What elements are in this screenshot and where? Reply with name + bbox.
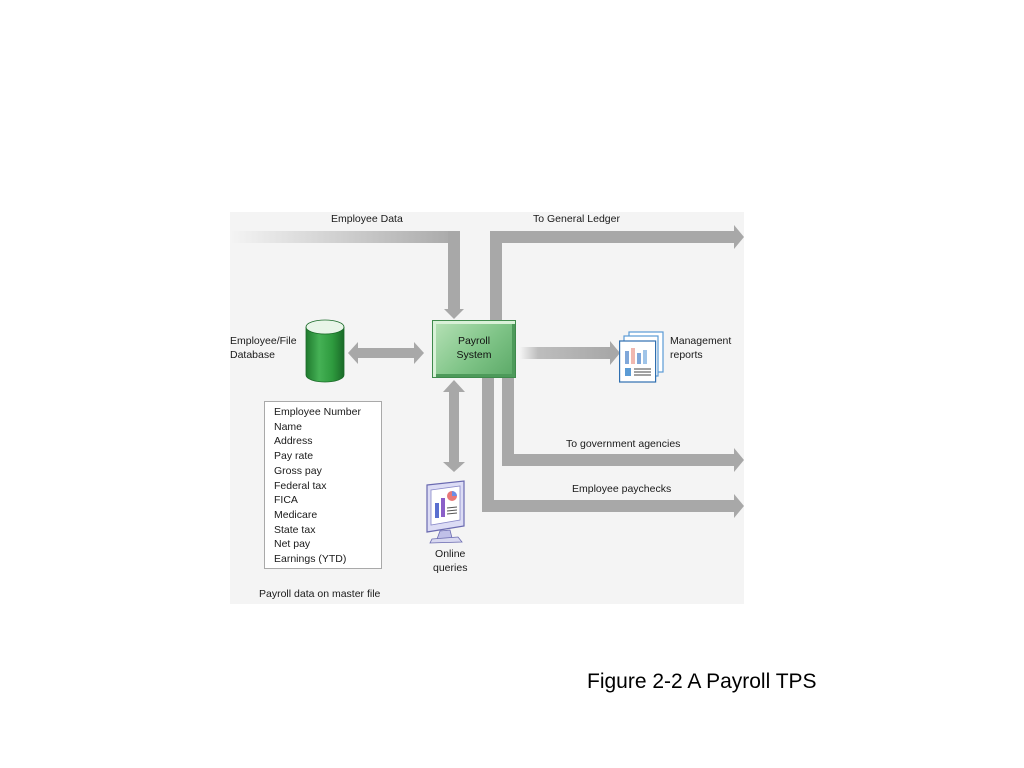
employee-data-arrow (230, 231, 464, 319)
management-reports-arrow (520, 341, 620, 365)
master-file-fields-box: Employee Number Name Address Pay rate Gr… (264, 401, 382, 569)
field-item: Employee Number (274, 406, 361, 418)
employee-paychecks-label: Employee paychecks (572, 483, 672, 495)
master-file-caption: Payroll data on master file (259, 588, 381, 600)
reports-icon (619, 331, 664, 383)
payroll-tps-diagram: Employee Data To General Ledger To gover… (230, 212, 744, 604)
online-queries-label: Online queries (433, 548, 468, 574)
field-item: Earnings (YTD) (274, 553, 347, 566)
field-item: Medicare (274, 508, 318, 521)
government-agencies-arrow (502, 378, 744, 472)
field-item: Federal tax (274, 479, 327, 492)
field-item: Name (274, 420, 303, 433)
management-reports-label: Management reports (670, 335, 732, 361)
database-icon (305, 319, 345, 383)
payroll-system-box: Payroll System (432, 320, 516, 378)
employee-data-label: Employee Data (331, 213, 403, 225)
database-exchange-arrow (348, 342, 424, 364)
flow-arrows (230, 225, 744, 518)
general-ledger-label: To General Ledger (533, 213, 620, 225)
field-item: FICA (274, 494, 298, 507)
field-item: Net pay (274, 538, 311, 551)
database-label: Employee/File Database (230, 335, 297, 361)
field-item: Gross pay (274, 464, 322, 477)
field-item: Address (274, 435, 313, 448)
field-item: Pay rate (274, 450, 314, 463)
employee-paychecks-arrow (482, 378, 744, 518)
field-item: State tax (274, 523, 316, 536)
government-agencies-label: To government agencies (566, 438, 681, 450)
online-queries-arrow (443, 380, 465, 472)
computer-icon (426, 480, 465, 544)
figure-caption: Figure 2-2 A Payroll TPS (587, 670, 817, 693)
general-ledger-arrow (490, 225, 744, 320)
